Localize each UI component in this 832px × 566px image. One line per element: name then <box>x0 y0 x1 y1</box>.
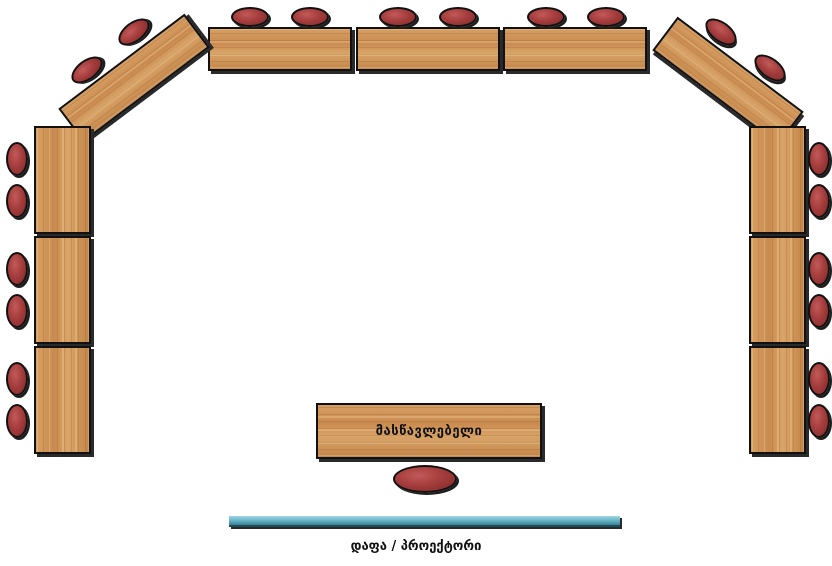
chair-left-1 <box>6 142 28 176</box>
desk-right-1 <box>749 126 806 234</box>
chair-left-6 <box>6 404 28 438</box>
board-projector-bar <box>229 516 620 527</box>
chair-left-3 <box>6 252 28 286</box>
chair-right-2 <box>808 184 830 218</box>
chair-right-5 <box>808 362 830 396</box>
desk-right-3 <box>749 346 806 454</box>
desk-left-2 <box>34 236 91 344</box>
chair-left-5 <box>6 362 28 396</box>
desk-right-2 <box>749 236 806 344</box>
chair-top-1 <box>231 7 269 27</box>
chair-top-6 <box>587 7 625 27</box>
chair-right-1 <box>808 142 830 176</box>
desk-top-3 <box>503 27 647 71</box>
chair-top-4 <box>439 7 477 27</box>
desk-top-1 <box>208 27 352 71</box>
chair-left-2 <box>6 184 28 218</box>
chair-top-2 <box>291 7 329 27</box>
chair-right-6 <box>808 404 830 438</box>
teacher-desk: მასწავლებელი <box>316 403 542 459</box>
chair-right-3 <box>808 252 830 286</box>
chair-right-4 <box>808 294 830 328</box>
desk-left-1 <box>34 126 91 234</box>
chair-left-4 <box>6 294 28 328</box>
desk-left-3 <box>34 346 91 454</box>
teacher-desk-label: მასწავლებელი <box>376 424 483 439</box>
desk-top-2 <box>356 27 500 71</box>
board-label: დაფა / პროექტორი <box>0 539 832 554</box>
chair-teacher <box>393 465 457 493</box>
chair-top-3 <box>379 7 417 27</box>
chair-top-5 <box>527 7 565 27</box>
